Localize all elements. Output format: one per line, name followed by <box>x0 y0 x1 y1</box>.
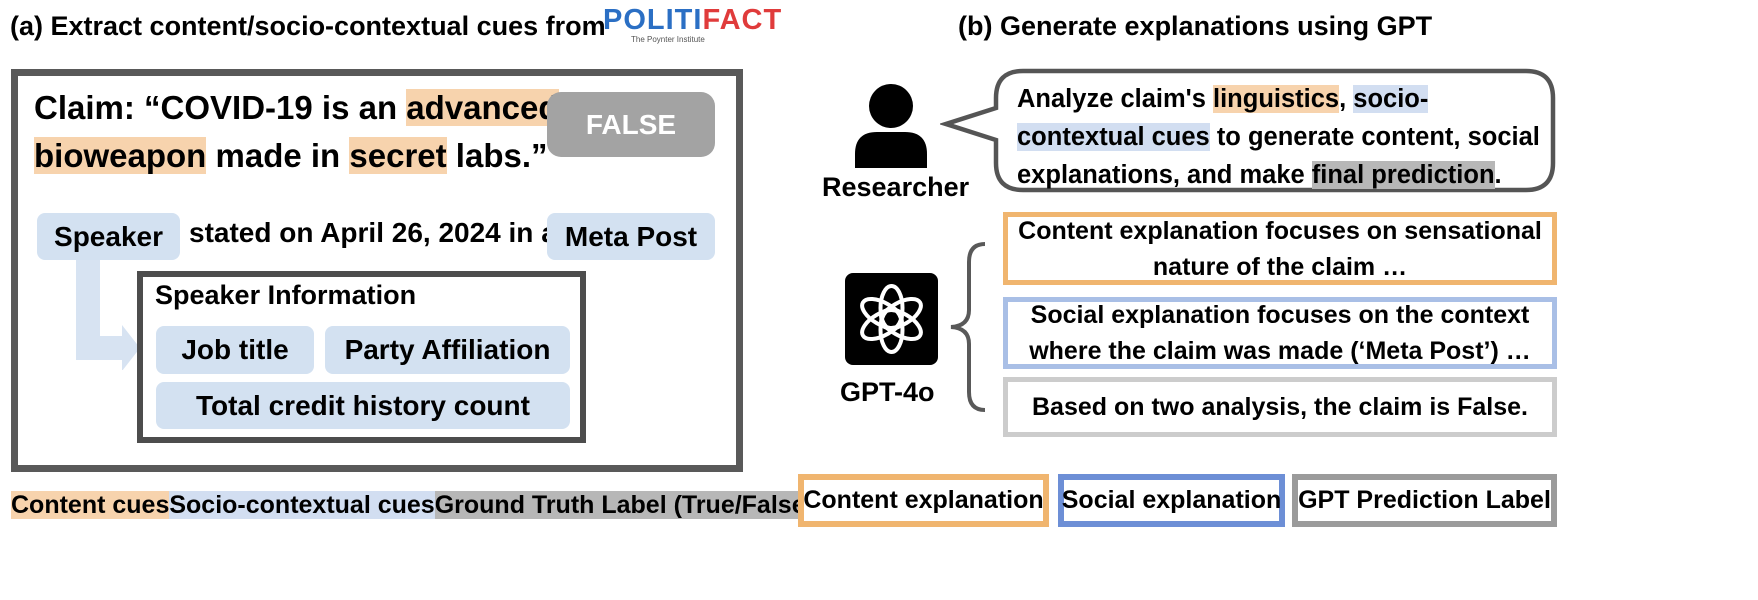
social-explanation-box: Social explanation focuses on the contex… <box>1003 297 1557 369</box>
legend-social-explanation: Social explanation <box>1058 474 1285 527</box>
speaker-pill: Speaker <box>37 213 180 260</box>
venue-pill: Meta Post <box>547 213 715 260</box>
false-label-badge: FALSE <box>547 92 715 157</box>
openai-logo-icon <box>845 273 938 365</box>
content-explanation-box: Content explanation focuses on sensation… <box>1003 212 1557 285</box>
legend-socio-cues: Socio-contextual cues <box>169 491 435 519</box>
researcher-label: Researcher <box>822 172 970 202</box>
cue-secret: secret <box>349 137 447 174</box>
legend-prediction-label: GPT Prediction Label <box>1292 474 1557 527</box>
speaker-connector-arrow <box>76 260 140 370</box>
politifact-logo: POLITIFACT The Poynter Institute <box>603 4 781 47</box>
panel-a-title: (a) Extract content/socio-contextual cue… <box>10 11 606 41</box>
party-affiliation-pill: Party Affiliation <box>325 326 570 374</box>
prompt-final-prediction: final prediction <box>1311 161 1495 189</box>
logo-subtitle: The Poynter Institute <box>631 35 705 44</box>
researcher-person-icon <box>855 84 927 168</box>
prompt-linguistics: linguistics <box>1213 85 1340 113</box>
claim-panel <box>11 69 743 472</box>
logo-fact: FACT <box>702 4 783 36</box>
job-title-pill: Job title <box>156 326 314 374</box>
prediction-box: Based on two analysis, the claim is Fals… <box>1003 377 1557 437</box>
gpt-model-label: GPT-4o <box>840 377 935 407</box>
legend-content-explanation: Content explanation <box>798 474 1049 527</box>
panel-b-title: (b) Generate explanations using GPT <box>958 11 1433 41</box>
cue-advanced: advanced <box>406 89 559 126</box>
panel-a-legend: Content cuesSocio-contextual cuesGround … <box>11 487 814 523</box>
prompt-text: Analyze claim's linguistics, socio-conte… <box>1017 85 1540 189</box>
legend-ground-truth: Ground Truth Label (True/False) <box>434 491 814 519</box>
credit-history-pill: Total credit history count <box>156 382 570 429</box>
cue-bioweapon: bioweapon <box>34 137 207 174</box>
stated-text: stated on April 26, 2024 in a <box>189 217 557 248</box>
openai-knot-icon <box>860 284 923 354</box>
logo-politi: POLITI <box>603 4 703 36</box>
speaker-info-title: Speaker Information <box>155 280 417 310</box>
legend-content-cues: Content cues <box>11 491 170 519</box>
explanation-brace <box>950 242 986 412</box>
claim-text: Claim: “COVID-19 is an advanced bioweapo… <box>34 89 559 174</box>
